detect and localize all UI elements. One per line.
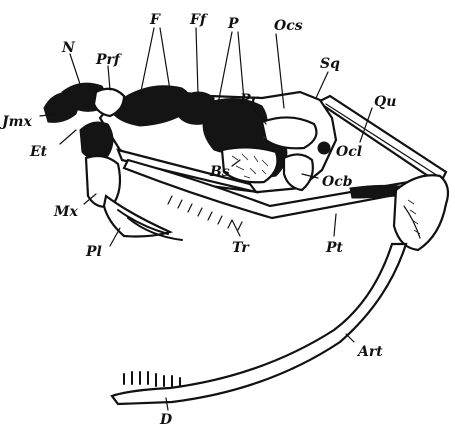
label-supraoccipital: Ocs (274, 18, 303, 34)
label-basi-occipital: Ocb (322, 174, 353, 190)
label-postfrontal: Ff (189, 12, 209, 28)
label-frontal: F (149, 12, 161, 28)
label-dentary: D (159, 412, 173, 428)
label-articular: Art (356, 344, 383, 360)
label-premaxilla: Jmx (0, 114, 32, 130)
jaw-joint (394, 175, 448, 250)
prootic-bone (262, 117, 316, 148)
dentary-teeth (124, 372, 180, 386)
lateral-occipital (318, 142, 330, 154)
label-basisphenoid: Bs (209, 164, 230, 180)
label-palatine: Pl (85, 244, 102, 260)
label-ethmoid: Et (29, 144, 48, 160)
labels: N Prf F Ff P Ocs Sq Qu Jmx Et Pr Ocl Bs … (0, 12, 396, 428)
basisphenoid (222, 147, 278, 182)
label-pterygoid: Pt (325, 240, 344, 256)
label-nasal: N (61, 40, 76, 56)
label-lateral-occipital: Ocl (336, 144, 362, 160)
label-parietal: P (227, 16, 239, 32)
label-squamosal: Sq (320, 56, 340, 72)
label-quadrate: Qu (374, 94, 396, 110)
maxilla (86, 156, 120, 207)
ethmoid (80, 122, 113, 159)
palatine (104, 196, 170, 237)
label-maxilla: Mx (53, 204, 78, 220)
label-prootic: Pr (239, 92, 260, 108)
label-prefrontal: Prf (95, 52, 123, 68)
label-transverse: Tr (232, 240, 250, 256)
